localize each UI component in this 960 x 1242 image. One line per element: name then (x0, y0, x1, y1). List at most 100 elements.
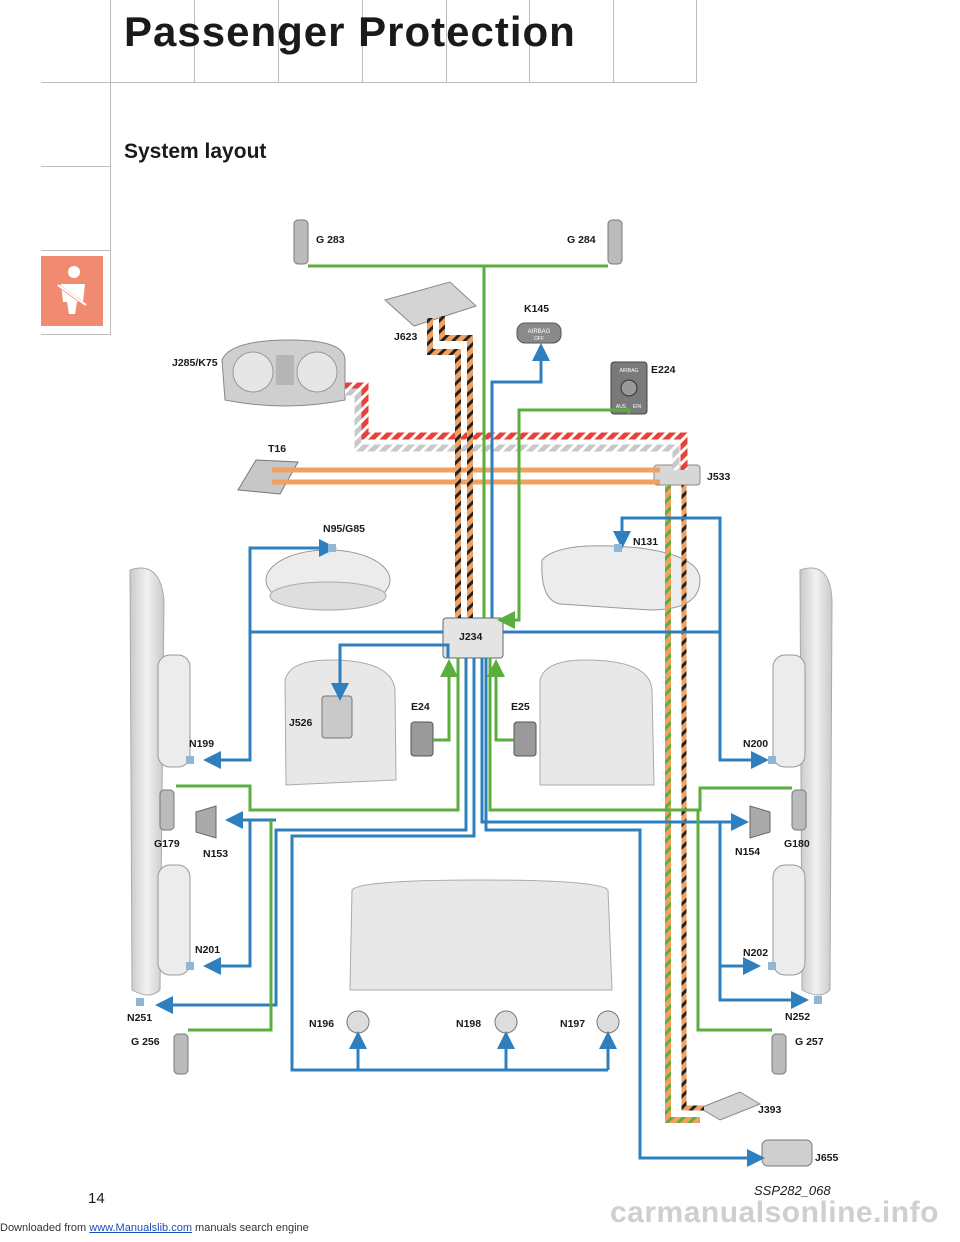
label-n197: N197 (560, 1018, 586, 1030)
label-k145: K145 (524, 303, 550, 315)
g180-sensor-shape (791, 789, 807, 831)
j526-shape (321, 695, 353, 739)
j623-wire-b (439, 316, 473, 618)
frame-line (446, 0, 447, 82)
label-t16: T16 (268, 443, 287, 455)
front-sensor-green-wire (308, 264, 608, 618)
g256-sensor-shape (173, 1033, 189, 1075)
label-j533: J533 (707, 471, 731, 483)
label-n201: N201 (195, 944, 221, 956)
j655-shape (761, 1139, 813, 1167)
g180-green-wire (488, 658, 792, 812)
label-n131: N131 (633, 536, 659, 548)
n153-tensioner-shape (195, 805, 217, 839)
label-g179: G179 (154, 838, 180, 850)
g257-green-wire (696, 810, 772, 1032)
g257-sensor-shape (771, 1033, 787, 1075)
j393-shape (698, 1091, 762, 1121)
label-n252: N252 (785, 1011, 811, 1023)
n201-airbag-shape (157, 864, 191, 976)
j526-blue-wire (331, 643, 450, 701)
label-n153: N153 (203, 848, 229, 860)
e224-switch-text-3: EIN (633, 404, 642, 410)
label-g283: G 283 (316, 234, 345, 246)
e25-shape (513, 721, 537, 757)
j623-wire-a (427, 318, 461, 618)
label-j623: J623 (394, 331, 418, 343)
n200-blue-wire (718, 632, 769, 769)
g256-green-wire (188, 820, 273, 1032)
e24-shape (410, 721, 434, 757)
label-n251: N251 (127, 1012, 153, 1024)
label-n202: N202 (743, 947, 769, 959)
n95-blue-wire (248, 539, 443, 634)
frame-line (529, 0, 530, 82)
j623-ecu-shape (383, 281, 477, 327)
rear-bench-shape (349, 879, 613, 991)
label-g256: G 256 (131, 1036, 160, 1048)
can-grey-wire (345, 388, 680, 470)
n201-blue-wire (203, 820, 252, 975)
k145-blue-wire (490, 343, 550, 618)
right-curtain-shape (799, 567, 833, 996)
label-e24: E24 (411, 701, 430, 713)
label-j526: J526 (289, 717, 313, 729)
g179-green-wire (176, 658, 460, 812)
label-j234: J234 (459, 631, 483, 643)
n199-airbag-shape (157, 654, 191, 768)
j533-j393-wire-b (681, 485, 704, 1111)
frame-line (110, 0, 111, 335)
manualslib-link[interactable]: www.Manualslib.com (89, 1222, 192, 1234)
left-side-blue-wire (155, 658, 468, 1014)
n131-airbag-shape (541, 545, 701, 611)
e224-green-wire (497, 408, 631, 629)
g179-sensor-shape (159, 789, 175, 831)
label-j655: J655 (815, 1152, 839, 1164)
label-n199: N199 (189, 738, 215, 750)
label-e25: E25 (511, 701, 530, 713)
label-n198: N198 (456, 1018, 482, 1030)
label-g284: G 284 (567, 234, 596, 246)
download-suffix: manuals search engine (195, 1222, 309, 1234)
can-red-wire (345, 382, 688, 470)
label-n196: N196 (309, 1018, 335, 1030)
n154-tensioner-shape (749, 805, 771, 839)
frame-line (613, 0, 614, 82)
n202-airbag-shape (772, 864, 806, 976)
g284-sensor-shape (607, 219, 623, 265)
j533-j393-wire-a (665, 485, 700, 1123)
k145-lamp-text-2: OFF (534, 336, 544, 342)
e224-switch-text-1: AIRBAG (620, 368, 639, 374)
n197-tensioner-shape (596, 1010, 620, 1034)
n199-blue-wire (203, 632, 252, 769)
page-title: Passenger Protection (124, 8, 576, 55)
label-g257: G 257 (795, 1036, 824, 1048)
frame-line (278, 0, 279, 82)
j655-blue-wire (484, 658, 765, 1167)
label-e224: E224 (651, 364, 676, 376)
label-n154: N154 (735, 846, 761, 858)
rear-tensioner-blue-wire (290, 658, 608, 1072)
frame-line (41, 166, 111, 167)
k145-lamp-text-1: AIRBAG (528, 329, 551, 335)
e25-green-wire (487, 659, 514, 742)
label-n200: N200 (743, 738, 769, 750)
figure-reference: SSP282_068 (754, 1183, 831, 1198)
front-right-seat-shape (539, 659, 655, 786)
n131-blue-wire (503, 516, 722, 634)
frame-line (194, 0, 195, 82)
frame-line (696, 0, 697, 82)
left-curtain-shape (129, 567, 165, 996)
watermark: carmanualsonline.info (610, 1196, 939, 1229)
label-j393: J393 (758, 1104, 782, 1116)
t16-connector-shape (237, 459, 299, 495)
e24-green-wire (433, 659, 458, 742)
frame-line (41, 250, 111, 251)
n196-tensioner-shape (346, 1010, 370, 1034)
e224-switch-text-2: AUS (616, 404, 627, 410)
section-subtitle: System layout (124, 140, 267, 163)
page-number: 14 (88, 1190, 105, 1207)
label-j285: J285/K75 (172, 357, 218, 369)
frame-line (362, 0, 363, 82)
